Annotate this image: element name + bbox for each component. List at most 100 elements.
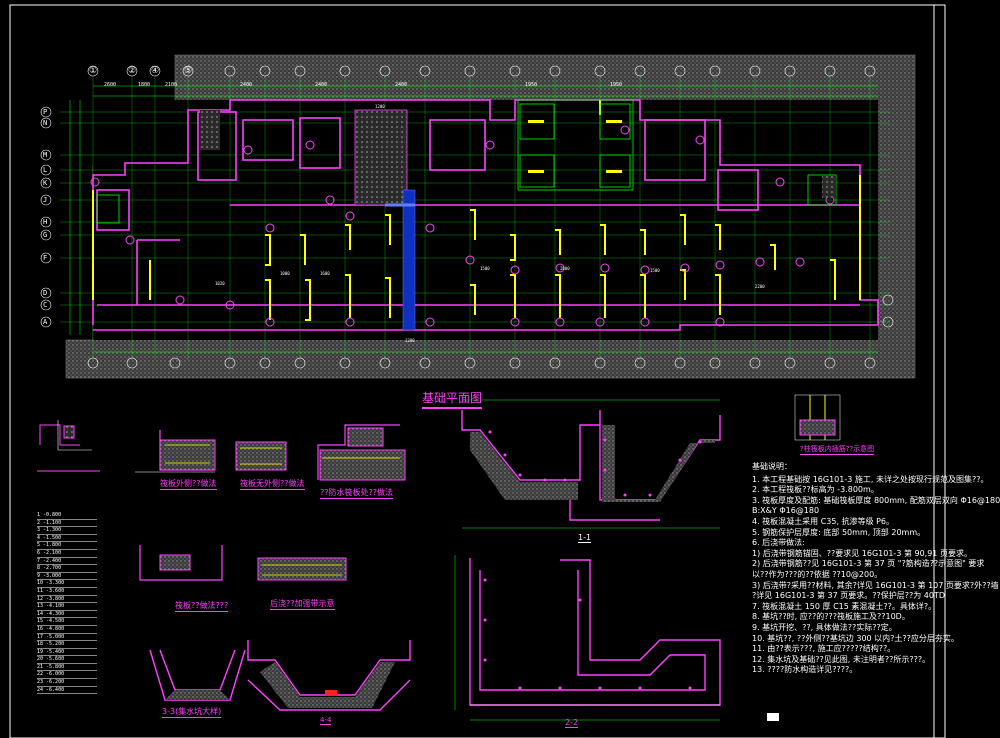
table-row: 8 -2.700 [37,565,97,573]
dim-top-2: 1800 [138,82,151,88]
section-title-4-4: 4-4 [320,716,332,725]
axis-left-P: P [43,108,48,116]
detail-pit-a [139,545,223,581]
table-row: 14 -4.300 [37,611,97,619]
main-title: 基础平面图 [422,389,483,409]
axis-bubbles-bottom [87,357,876,369]
note-symbol-box [767,713,779,721]
caption-no-outer-side: 筏板无外侧??做法 [240,479,305,490]
axis-left-H: H [43,218,48,226]
svg-text:1000: 1000 [280,271,290,276]
detail-waterproof [317,424,406,481]
table-row: 20 -5.600 [37,656,97,664]
note-line: 5. 钢筋保护层厚度: 底部 50mm, 顶部 20mm。 [752,527,926,537]
note-line: 1. 本工程基础按 16G101-3 施工, 未详之处按现行规范及图集??。 [752,474,989,484]
table-row: 12 -3.800 [37,596,97,604]
axis-label-5: ⑤ [184,66,193,76]
axis-left-M: M [43,151,48,159]
pit-hatch [354,109,408,206]
table-row: 10 -3.300 [37,580,97,588]
note-line: ?详见 16G101-3 第 37 页要求。??保护层??为 40TD [752,591,945,601]
section-title-1-1: 1-1 [578,533,592,543]
section-title-2-2: 2-2 [565,718,579,728]
dim-top-5: 2400 [315,82,328,88]
axis-left-N: N [43,119,48,127]
svg-text:1500: 1500 [480,266,490,271]
table-row: 7 -2.400 [37,558,97,566]
axis-left-G: G [43,231,48,239]
table-row: 2 -1.100 [37,520,97,528]
table-row: 4 -1.500 [37,535,97,543]
section-3-3 [149,649,246,701]
foundation-walls [92,99,879,331]
section-2-2 [454,555,721,721]
foundation-notes: 基础说明： 1. 本工程基础按 16G101-3 施工, 未详之处按现行规范及图… [752,462,1000,676]
axis-left-F: F [43,254,48,262]
table-row: 15 -4.500 [37,618,97,626]
svg-text:2000: 2000 [560,266,570,271]
section-title-3-3: 3-3(集水坑大样) [162,707,222,718]
section-4-4 [247,640,411,711]
note-line: 1) 后浇带钢筋锚固、??要求见 16G101-3 第 90,91 页要求。 [752,548,972,558]
note-line: 11. 由??表示???, 施工应?????结构??。 [752,644,896,654]
dim-top-6: 2400 [395,82,408,88]
svg-text:1600: 1600 [320,271,330,276]
note-line: 8. 基坑??时, 应??的???筏板施工及??10D。 [752,612,910,622]
table-row: 24 -6.400 [37,687,97,695]
section-1-1 [461,399,721,529]
green-zones [96,99,837,224]
svg-text:1500: 1500 [650,268,660,273]
table-row: 3 -1.300 [37,527,97,535]
svg-text:2200: 2200 [755,284,765,289]
dim-top-3: 2100 [165,82,178,88]
axis-left-J: J [43,196,48,204]
svg-text:1020: 1020 [215,281,225,286]
note-line: 3. 筏板厚度及配筋: 基础筏板厚度 800mm, 配筋双层双向 Φ16@180 [752,495,1000,505]
table-row: 9 -3.000 [37,573,97,581]
table-row: 22 -6.000 [37,671,97,680]
dim-top-8: 1950 [610,82,623,88]
axis-left-D: D [43,289,48,297]
note-line: 4. 筏板混凝土采用 C35, 抗渗等级 P6。 [752,516,895,526]
axis-left-C: C [43,301,48,309]
axis-bubbles-right [882,294,894,328]
detail-post-pour [257,557,347,581]
pit-markers [528,120,622,173]
axis-left-L: L [43,166,48,174]
note-line: B:X&Y Φ16@180 [752,506,820,516]
drawing-border [9,4,946,738]
table-row: 1 -0.800 [37,512,97,520]
caption-post-pour: 后浇??加强带示意 [270,599,335,610]
note-line: 以??作为???的??依据 ??10@200。 [752,569,883,579]
table-row: 5 -1.800 [37,542,97,550]
table-row: 17 -5.000 [37,634,97,642]
axis-bubbles-top [87,65,876,77]
note-line: 2) 后浇带钢筋??见 16G101-3 第 37 页 "?筋构造??示意图" … [752,559,985,569]
detail-a [39,420,92,451]
note-line: 10. 基坑??, ??外侧??基坑边 300 以内?土??应分层夯实。 [752,633,959,643]
note-line: 13. ????防水构造详见????。 [752,665,858,675]
detail-column-dowel [794,394,841,441]
table-row: 11 -3.600 [37,588,97,596]
axis-label-4: ④ [151,66,160,76]
elevator-pit [402,189,416,331]
caption-waterproof: ??防水筏板处??做法 [320,488,393,499]
table-row: 6 -2.100 [37,550,97,558]
dim-top-1: 2600 [104,82,117,88]
axis-left-K: K [43,179,48,187]
axis-left-A: A [43,318,48,326]
stair-hatch-left [200,110,220,150]
note-line: 9. 基坑开挖、??, 具体做法??实际??定。 [752,622,897,632]
note-line: 6. 后浇带做法: [752,538,805,548]
column-rebars [92,100,861,321]
note-line: 3) 后浇带?采用??材料, 其余?详见 16G101-3 第 107 页要求?… [752,580,999,590]
table-row: 21 -5.800 [37,664,97,672]
dimension-lines [69,85,878,353]
table-row: 16 -4.800 [37,626,97,634]
dim-top-4: 2400 [240,82,253,88]
table-row: 18 -5.200 [37,641,97,649]
stair-hatch-right [822,176,836,198]
axis-label-2: ② [128,66,137,76]
